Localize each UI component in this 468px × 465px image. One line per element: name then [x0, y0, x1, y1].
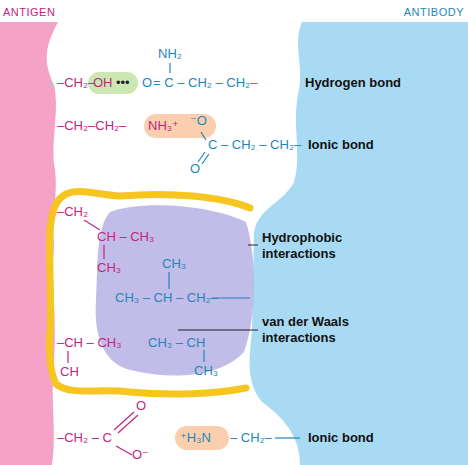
hydrogen-bond-highlight: [88, 72, 138, 94]
ionic-bond-highlight: [144, 114, 216, 138]
chemical-group: C – CH₂ – CH₂–: [208, 137, 301, 153]
bond-label: Ionic bond: [308, 430, 374, 446]
chemical-group: NH₃⁺: [148, 118, 179, 134]
chemical-group: –CH₂–: [57, 75, 95, 91]
chemical-group: –CH₂: [57, 204, 88, 220]
interaction-label: Hydrophobic interactions: [262, 230, 362, 262]
antibody-surface: [250, 22, 468, 465]
chemical-group: O: [136, 398, 146, 414]
chemical-group: O: [142, 75, 152, 91]
chemical-group: O⁻: [132, 447, 149, 463]
leader-line: [178, 330, 258, 331]
region-name: ANTIGEN: [3, 4, 55, 20]
chemical-group: CH₃: [194, 363, 218, 379]
leader-line: [248, 245, 258, 246]
chemical-group: CH₃: [97, 260, 121, 276]
chemical-group: NH₂: [158, 46, 182, 62]
bond-dots: •••: [116, 75, 130, 91]
ionic-bond-highlight: [175, 426, 229, 450]
region-name: ANTIBODY: [404, 4, 464, 20]
chemical-group: –CH₂ – C: [57, 430, 112, 446]
chemical-group: CH₃ – CH – CH₂–: [115, 290, 218, 306]
chemical-group: CH: [60, 364, 79, 380]
chemical-group: CH₃ – CH: [148, 335, 205, 351]
chemical-group: ⁺H₃N: [180, 430, 211, 446]
chemical-group: CH₃: [162, 256, 186, 272]
interaction-label: van der Waals interactions: [262, 314, 372, 346]
chemical-group: = C – CH₂ – CH₂–: [153, 75, 257, 91]
chemical-group: O: [190, 161, 200, 177]
bond-label: Hydrogen bond: [305, 75, 401, 91]
bond-label: Ionic bond: [308, 137, 374, 153]
chemical-group: –CH – CH₃: [57, 335, 122, 351]
chemical-group: – CH₂–: [230, 430, 272, 446]
chemical-group: OH: [93, 75, 113, 91]
chemical-group: ⁻O: [190, 113, 207, 129]
van-der-waals-region: [96, 205, 254, 375]
chemical-group: CH – CH₃: [97, 229, 154, 245]
chemical-group: –CH₂–CH₂–: [57, 118, 126, 134]
